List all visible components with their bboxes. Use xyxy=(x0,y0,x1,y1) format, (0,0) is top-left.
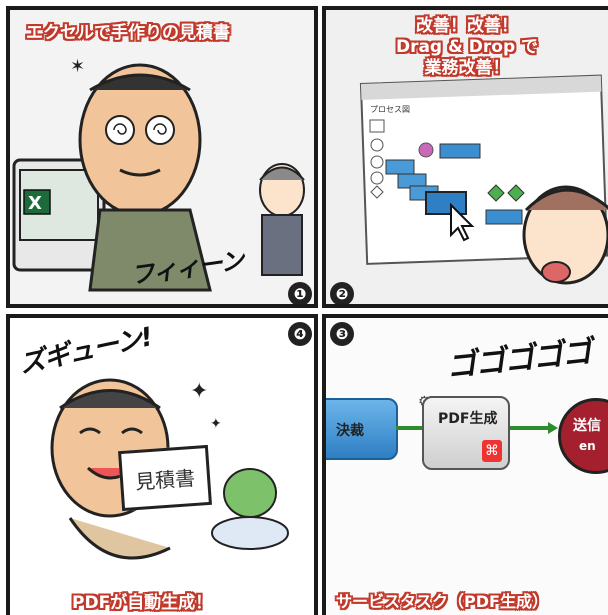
panel-3-number: ❸ xyxy=(330,322,354,346)
estimate-document: 見積書 xyxy=(118,444,212,512)
panel-1-caption: エクセルで手作りの見積書 xyxy=(26,23,230,43)
panel-4-caption: PDFが自動生成！ xyxy=(72,593,213,613)
excel-icon: X xyxy=(23,189,51,215)
pdf-icon: ⌘ xyxy=(482,440,502,462)
flow-node-send-sub: en xyxy=(579,439,596,453)
svg-text:✦: ✦ xyxy=(190,379,208,404)
panel-2-caption-line-1: 改善！改善！ xyxy=(416,16,518,36)
flow-node-send: 送信 en xyxy=(558,398,608,474)
panel-2-caption: 改善！改善！ Drag & Drop で 業務改善！ xyxy=(326,16,608,79)
panel-1-illustration: X ✶ xyxy=(12,56,305,292)
panel-2: 改善！改善！ Drag & Drop で 業務改善！ xyxy=(322,6,608,308)
panel-2-caption-line-2: Drag & Drop で xyxy=(395,37,539,57)
panel-2-caption-line-3: 業務改善！ xyxy=(424,58,510,78)
panel-1-number: ❶ xyxy=(288,282,312,304)
panel-3: ❸ ゴゴゴゴゴ 決裁 ⚙ PDF生成 ⌘ 送信 en サービスタスク（PDF生成… xyxy=(322,314,608,615)
mock-panel-title: プロセス図 xyxy=(370,105,410,114)
flow-node-approval: 決裁 xyxy=(326,398,398,460)
svg-text:✦: ✦ xyxy=(210,416,222,432)
panel-1: エクセルで手作りの見積書 X ✶ フィィーン ❶ xyxy=(6,6,318,308)
panel-4: ズギューン! ❹ ✦ ✦ 見積書 PDFが自動生成！ xyxy=(6,314,318,615)
flow-node-pdf-label: PDF生成 xyxy=(438,411,498,427)
panel-4-illustration: ✦ ✦ xyxy=(50,378,289,560)
svg-text:X: X xyxy=(28,193,42,214)
flow-node-pdf: PDF生成 ⌘ xyxy=(422,396,510,470)
flow-node-send-label: 送信 xyxy=(573,418,601,434)
svg-text:✶: ✶ xyxy=(70,56,85,77)
estimate-document-text: 見積書 xyxy=(134,465,196,494)
panel-3-caption: サービスタスク（PDF生成） xyxy=(336,592,548,611)
panel-2-illustration xyxy=(359,74,608,285)
panel-4-number: ❹ xyxy=(288,322,312,346)
panel-2-number: ❷ xyxy=(330,282,354,304)
flow-node-approval-label: 決裁 xyxy=(336,423,364,439)
